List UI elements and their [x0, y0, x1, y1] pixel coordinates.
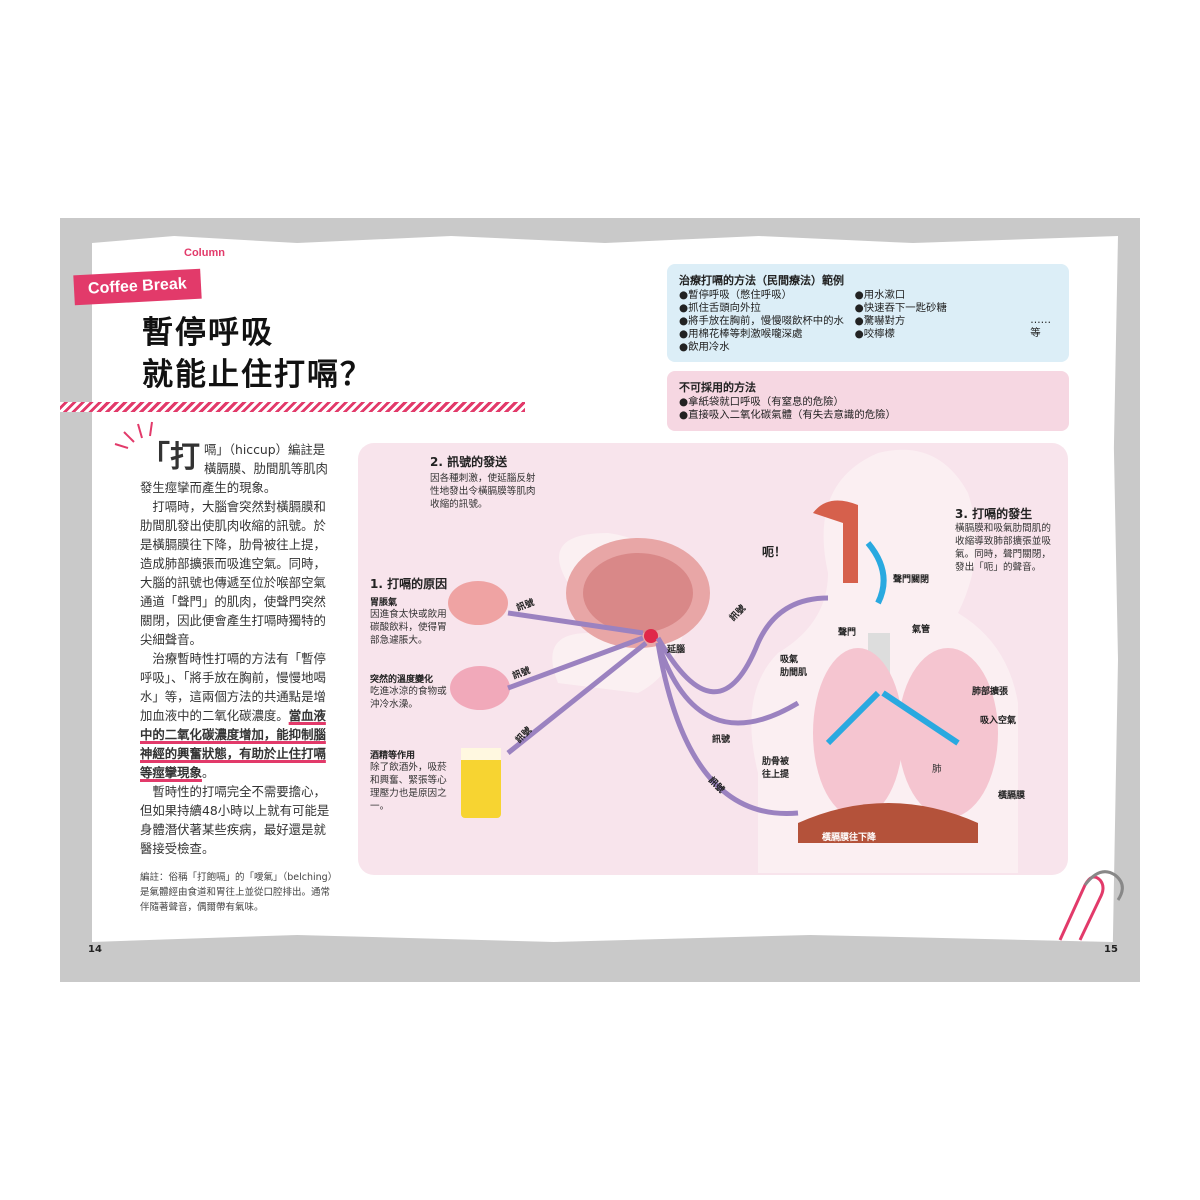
page-number-right: 15 — [1104, 944, 1118, 955]
signal-arrows — [506, 595, 829, 817]
lung-expand-label: 肺部擴張 — [972, 687, 1009, 697]
diaphragm — [798, 803, 978, 843]
trachea-label: 氣管 — [912, 625, 931, 635]
article-body: 「打嗝」（hiccup）編註是橫膈膜、肋間肌等肌肉發生痙攣而產生的現象。 打嗝時… — [140, 440, 330, 856]
stomach — [448, 581, 508, 625]
remedy-item: ●快速吞下一匙砂糖 — [854, 302, 947, 314]
shaved-ice — [450, 666, 510, 710]
section-1-title: 1. 打嗝的原因 — [370, 577, 448, 591]
remedy-item: ●飲用冷水 — [679, 341, 730, 353]
avoid-box: 不可採用的方法 ●拿紙袋就口呼吸（有窒息的危險）●直接吸入二氧化碳氣體（有失去意… — [667, 371, 1069, 431]
remedy-item: ●抓住舌頭向外拉 — [679, 302, 761, 314]
glottis-close-label: 聲門關閉 — [893, 575, 930, 585]
remedy-item: ●用水漱口 — [854, 289, 906, 301]
column-label: Column — [184, 247, 225, 259]
remedy-item: ●咬檸檬 — [854, 328, 895, 340]
glottis-label: 聲門 — [838, 628, 857, 638]
remedy-item: ●將手放在胸前，慢慢啜飲杯中的水 — [679, 315, 844, 327]
page-title: 暫停呼吸就能止住打嗝？ — [142, 315, 373, 393]
intercostal-label: 吸氣 肋間肌 — [780, 655, 808, 678]
hiccup-sound-label: 呃！ — [762, 545, 787, 559]
medulla-label: 延腦 — [667, 645, 686, 655]
remedy-item: ●暫停呼吸（憋住呼吸） — [679, 289, 792, 301]
emphasis-lines-icon — [114, 421, 153, 449]
cause-3: 酒精等作用除了飲酒外，吸菸和興奮、緊張等心理壓力也是原因之一。 — [370, 751, 447, 812]
section-2-text: 因各種刺激，使延腦反射性地發出令橫膈膜等肌肉收縮的訊號。 — [430, 473, 536, 510]
divider — [60, 402, 525, 412]
lung-label: 肺 — [932, 764, 942, 775]
cause-2: 突然的溫度變化吃進冰涼的食物或沖冷水澡。 — [370, 675, 447, 710]
section-3-text: 橫膈膜和吸氣肋間肌的收縮導致肺部擴張並吸氣。同時，聲門關閉，發出「呃」的聲音。 — [955, 523, 1051, 573]
section-3-title: 3. 打嗝的發生 — [955, 507, 1033, 521]
airway — [813, 500, 858, 583]
diaphragm-down-label: 橫膈膜往下降 — [822, 833, 877, 843]
air-arrow — [865, 541, 887, 605]
paperclip-icon — [1058, 870, 1124, 941]
cause-1: 胃脹氣因進食太快或飲用碳酸飲料，使得胃部急遽脹大。 — [370, 598, 447, 646]
inhale-label: 吸入空氣 — [980, 716, 1017, 726]
hiccup-illustration — [448, 449, 1018, 873]
section-2-title: 2. 訊號的發送 — [430, 455, 508, 469]
page-number-left: 14 — [88, 944, 102, 955]
remedy-item: ●驚嚇對方 — [854, 315, 906, 327]
editor-note: 編註：俗稱「打飽嗝」的「噯氣」（belching）是氣體經由食道和胃往上並從口腔… — [140, 872, 333, 913]
ribs-label: 肋骨被 往上提 — [762, 757, 790, 780]
signal-label: 訊號 — [712, 735, 731, 745]
beer-mug — [461, 753, 501, 818]
article-column: 「打嗝」（hiccup）編註是橫膈膜、肋間肌等肌肉發生痙攣而產生的現象。 打嗝時… — [140, 440, 335, 915]
medulla-point — [644, 629, 658, 643]
left-lung — [813, 648, 903, 818]
diaphragm-label: 橫膈膜 — [998, 791, 1026, 801]
remedy-item: ●用棉花棒等刺激喉嚨深處 — [679, 328, 803, 340]
remedies-box: 治療打嗝的方法（民間療法）範例 ●暫停呼吸（憋住呼吸）●抓住舌頭向外拉●將手放在… — [667, 264, 1069, 362]
